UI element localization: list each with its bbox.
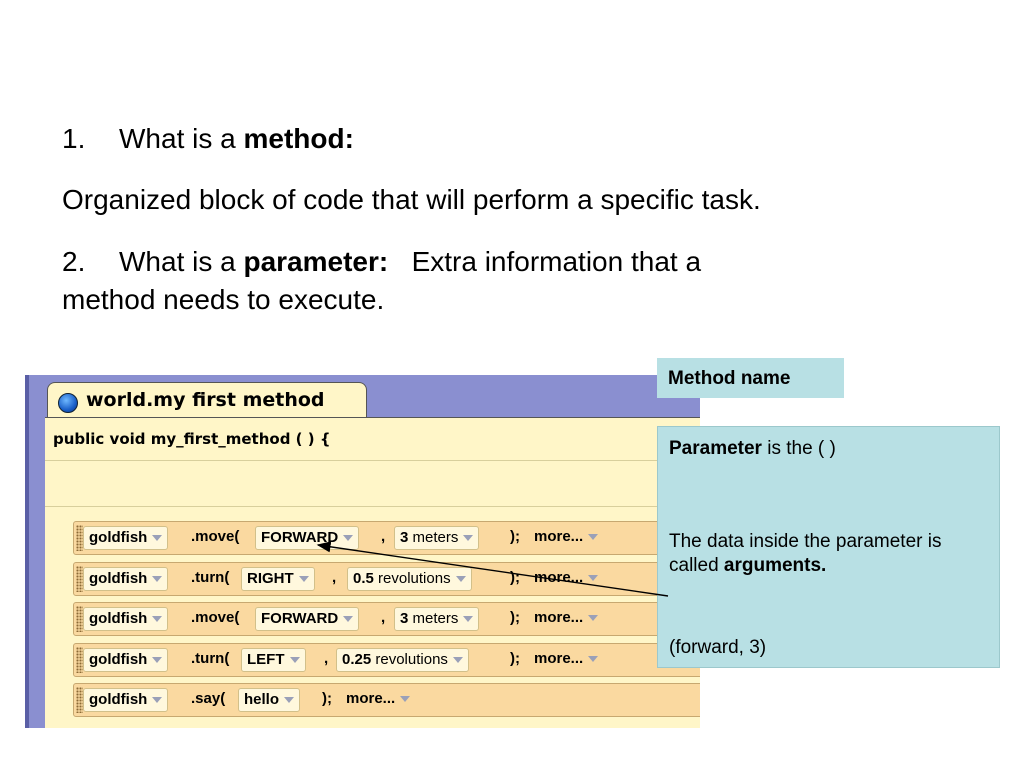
method-call: .say(	[191, 690, 226, 707]
call-close: );	[510, 609, 520, 626]
argument-separator: ,	[381, 528, 386, 545]
drag-handle-icon[interactable]	[76, 525, 83, 551]
object-selector[interactable]: goldfish	[83, 567, 169, 591]
call-close: );	[510, 569, 520, 586]
dropdown-arrow-icon[interactable]	[588, 575, 599, 582]
dropdown-arrow-icon[interactable]	[452, 657, 463, 664]
globe-icon	[58, 393, 78, 413]
more-options[interactable]: more...	[534, 526, 599, 548]
call-close: );	[510, 528, 520, 545]
method-name-label: Method name	[668, 368, 791, 389]
dropdown-arrow-icon[interactable]	[152, 657, 163, 664]
question-1-term: method:	[243, 123, 354, 154]
argument-separator: ,	[324, 650, 329, 667]
method-call: .move(	[191, 528, 240, 545]
dropdown-arrow-icon[interactable]	[343, 535, 354, 542]
argument-separator: ,	[332, 569, 337, 586]
drag-handle-icon[interactable]	[76, 606, 83, 632]
drag-handle-icon[interactable]	[76, 647, 83, 673]
dropdown-arrow-icon[interactable]	[588, 656, 599, 663]
amount-argument[interactable]: 3 meters	[394, 526, 480, 550]
method-signature: public void my_first_method ( ) {	[53, 430, 331, 448]
question-1-number: 1.	[62, 123, 86, 154]
method-tab-title: world.my first method	[86, 389, 325, 411]
question-2-answer-line2: method needs to execute.	[62, 284, 385, 315]
dropdown-arrow-icon[interactable]	[152, 535, 163, 542]
question-2-term: parameter:	[243, 246, 389, 277]
dropdown-arrow-icon[interactable]	[343, 616, 354, 623]
object-selector[interactable]: goldfish	[83, 688, 169, 712]
parameter-callout: Parameter is the ( ) The data inside the…	[657, 426, 1000, 668]
statement-row[interactable]: goldfish .turn( RIGHT , 0.5 revolutions …	[73, 562, 700, 596]
more-options[interactable]: more...	[346, 688, 411, 710]
text-argument[interactable]: hello	[238, 688, 301, 712]
object-selector[interactable]: goldfish	[83, 648, 169, 672]
direction-argument[interactable]: LEFT	[241, 648, 306, 672]
method-call: .turn(	[191, 569, 230, 586]
method-definition: Organized block of code that will perfor…	[62, 184, 761, 215]
amount-argument[interactable]: 0.5 revolutions	[347, 567, 472, 591]
more-options[interactable]: more...	[534, 648, 599, 670]
dropdown-arrow-icon[interactable]	[284, 697, 295, 704]
arguments-definition: The data inside the parameter is called …	[669, 531, 942, 576]
method-call: .move(	[191, 609, 240, 626]
method-tab[interactable]: world.my first method	[47, 382, 367, 419]
statement-row[interactable]: goldfish .move( FORWARD , 3 meters ); mo…	[73, 602, 700, 636]
dropdown-arrow-icon[interactable]	[152, 616, 163, 623]
question-2-number: 2.	[62, 246, 86, 277]
arrow-line	[316, 541, 669, 597]
question-1: 1. What is a method:	[62, 122, 354, 156]
amount-argument[interactable]: 3 meters	[394, 607, 480, 631]
dropdown-arrow-icon[interactable]	[588, 534, 599, 541]
signature-divider	[45, 460, 700, 461]
object-selector[interactable]: goldfish	[83, 607, 169, 631]
editor-left-edge	[25, 375, 29, 728]
dropdown-arrow-icon[interactable]	[463, 616, 474, 623]
dropdown-arrow-icon[interactable]	[400, 696, 411, 703]
statement-row[interactable]: goldfish .turn( LEFT , 0.25 revolutions …	[73, 643, 700, 677]
arguments-example: (forward, 3)	[669, 637, 767, 658]
parameter-definition: Parameter is the ( )	[669, 438, 836, 459]
dropdown-arrow-icon[interactable]	[455, 576, 466, 583]
amount-argument[interactable]: 0.25 revolutions	[336, 648, 469, 672]
call-close: );	[322, 690, 332, 707]
question-2-answer-line1: Extra information that a	[411, 246, 702, 277]
drag-handle-icon[interactable]	[76, 687, 83, 713]
question-2-prefix: What is a	[119, 246, 244, 277]
dropdown-arrow-icon[interactable]	[463, 535, 474, 542]
question-1-prefix: What is a	[119, 123, 244, 154]
dropdown-arrow-icon[interactable]	[289, 657, 300, 664]
statement-row[interactable]: goldfish .say( hello ); more...	[73, 683, 700, 717]
method-call: .turn(	[191, 650, 230, 667]
direction-argument[interactable]: RIGHT	[241, 567, 315, 591]
question-2: 2. What is a parameter: Extra information…	[62, 245, 862, 317]
more-options[interactable]: more...	[534, 607, 599, 629]
drag-handle-icon[interactable]	[76, 566, 83, 592]
variables-divider	[45, 506, 700, 507]
call-close: );	[510, 650, 520, 667]
dropdown-arrow-icon[interactable]	[152, 697, 163, 704]
argument-separator: ,	[381, 609, 386, 626]
method-editor-panel: world.my first method public void my_fir…	[25, 375, 700, 728]
direction-argument[interactable]: FORWARD	[255, 607, 360, 631]
dropdown-arrow-icon[interactable]	[298, 576, 309, 583]
object-selector[interactable]: goldfish	[83, 526, 169, 550]
method-name-callout: Method name	[657, 358, 844, 398]
dropdown-arrow-icon[interactable]	[152, 576, 163, 583]
dropdown-arrow-icon[interactable]	[588, 615, 599, 622]
